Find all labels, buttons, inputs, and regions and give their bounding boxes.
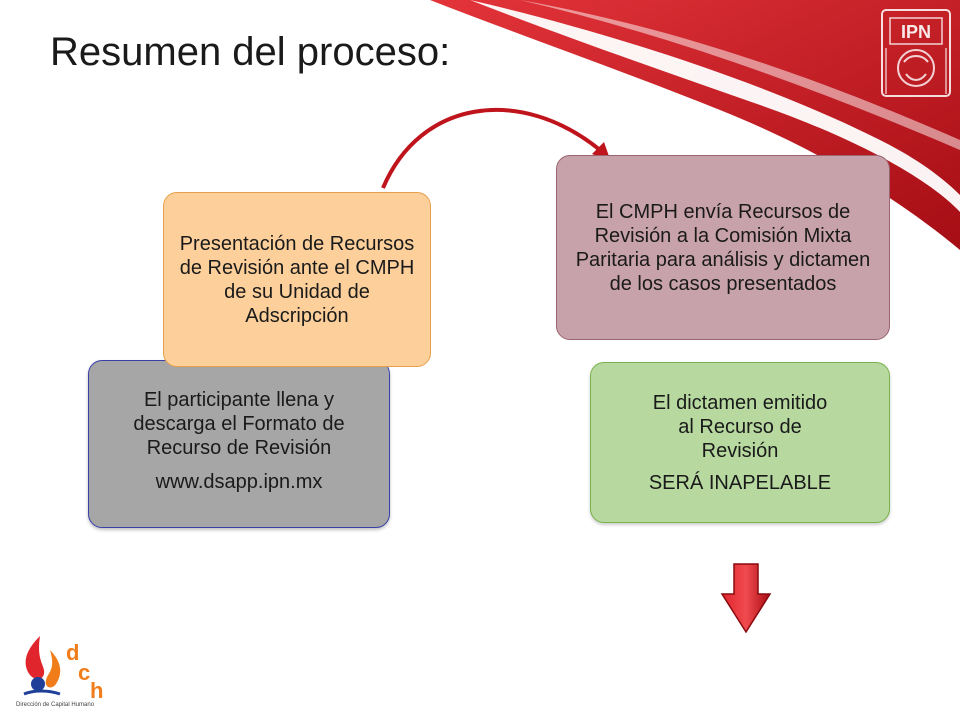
svg-text:c: c: [78, 660, 90, 685]
dch-flame-logo: [23, 636, 61, 696]
dictamen-step-box: El dictamen emitido al Recurso de Revisi…: [590, 362, 890, 523]
participant-step-text: El participante llena y descarga el Form…: [133, 389, 345, 459]
svg-text:h: h: [90, 678, 103, 700]
cmph-step-text: El CMPH envía Recursos de Revisión a la …: [575, 200, 871, 295]
presentation-step-text: Presentación de Recursos de Revisión ant…: [179, 232, 415, 327]
dictamen-verdict-text: SERÁ INAPELABLE: [648, 471, 832, 494]
dch-letters-logo: d c h: [66, 640, 103, 700]
down-arrow-icon: [720, 563, 772, 634]
svg-text:IPN: IPN: [901, 22, 931, 42]
presentation-step-box: Presentación de Recursos de Revisión ant…: [163, 192, 431, 367]
dictamen-step-text: El dictamen emitido al Recurso de Revisi…: [652, 391, 828, 462]
svg-text:d: d: [66, 640, 79, 665]
cmph-step-box: El CMPH envía Recursos de Revisión a la …: [556, 155, 890, 340]
dch-caption: Dirección de Capital Humano: [16, 702, 95, 708]
participant-step-url[interactable]: www.dsapp.ipn.mx: [155, 471, 323, 493]
slide-title: Resumen del proceso:: [50, 30, 451, 74]
participant-step-box: El participante llena y descarga el Form…: [88, 360, 390, 528]
ipn-seal-logo: IPN: [881, 9, 951, 97]
